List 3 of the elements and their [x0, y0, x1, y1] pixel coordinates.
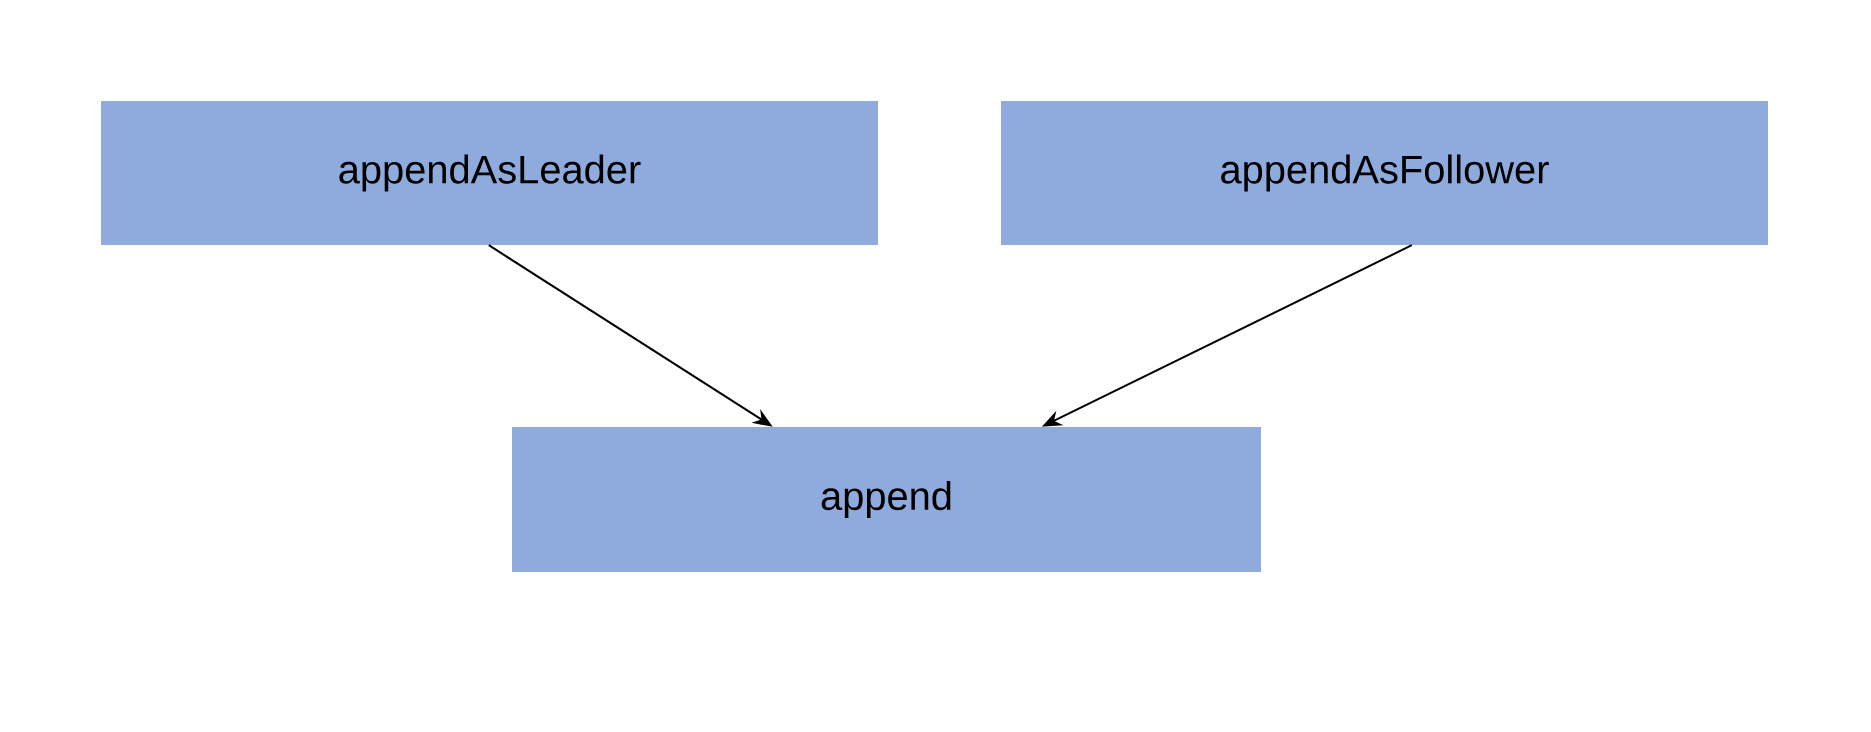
process-box: append — [512, 427, 1261, 572]
process-box: appendAsLeader — [101, 101, 878, 245]
process-box: appendAsFollower — [1001, 101, 1768, 245]
